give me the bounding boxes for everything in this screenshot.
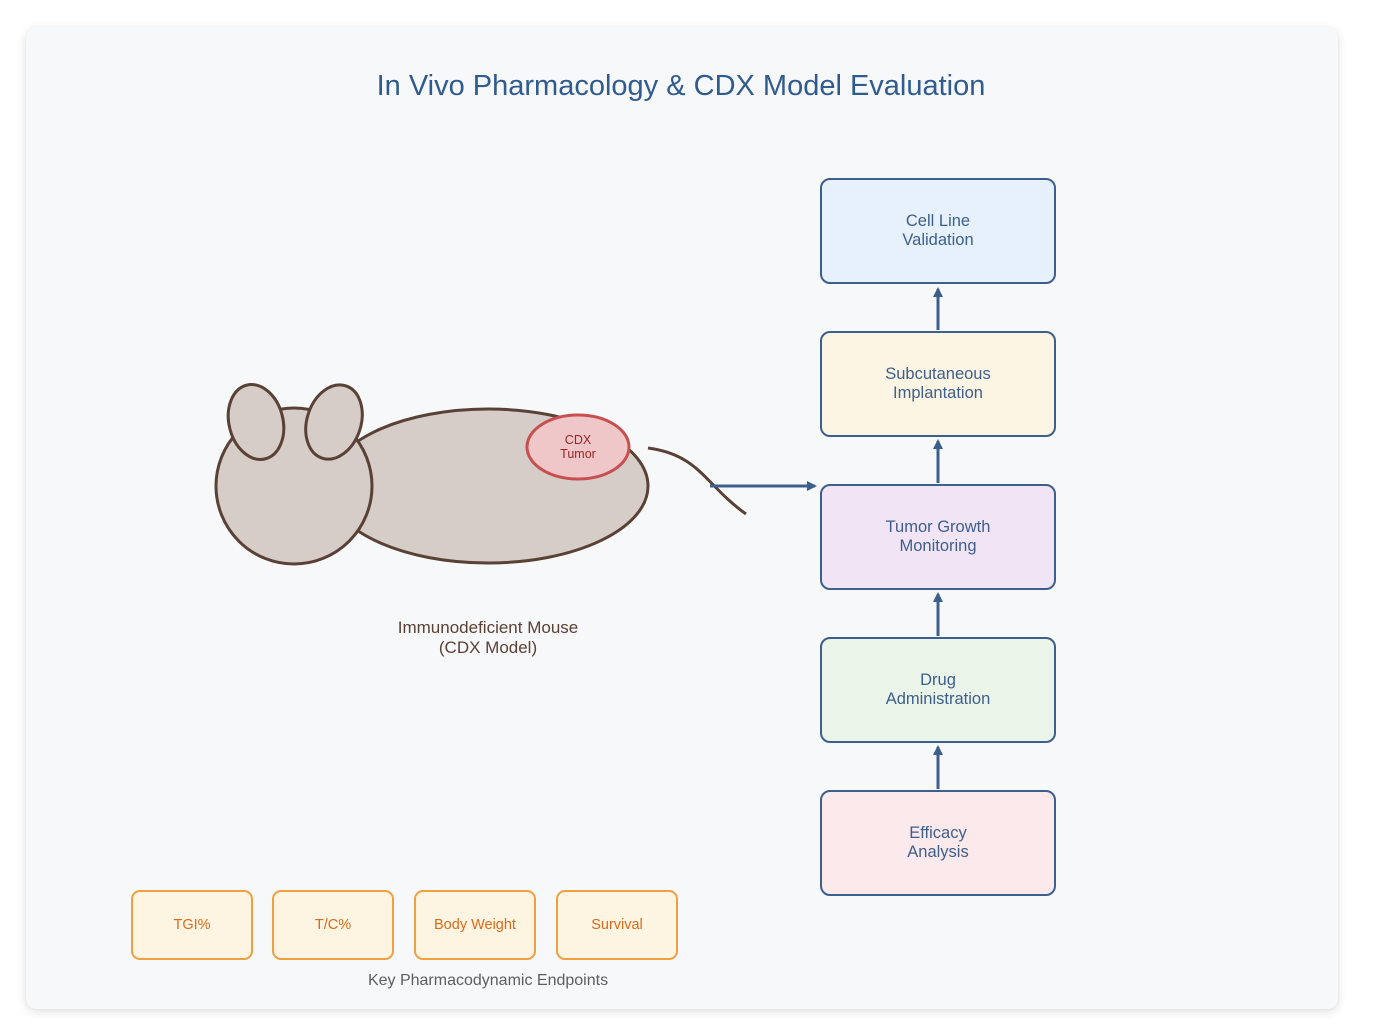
cdx-tumor: [525, 413, 631, 481]
endpoint-tgi: TGI%: [131, 890, 253, 960]
endpoints-caption: Key Pharmacodynamic Endpoints: [367, 972, 609, 989]
mouse-left-ear: [226, 383, 286, 461]
endpoint-tc: T/C%: [272, 890, 394, 960]
mouse-right-ear: [304, 383, 364, 461]
endpoint-body-weight: Body Weight: [414, 890, 536, 960]
step-efficacy-analysis: Efficacy Analysis: [820, 790, 1056, 896]
step-subcutaneous-implantation: Subcutaneous Implantation: [820, 331, 1056, 437]
step-cell-line-validation: Cell Line Validation: [820, 178, 1056, 284]
mouse-label: Immunodeficient Mouse (CDX Model): [397, 618, 579, 657]
diagram-title: In Vivo Pharmacology & CDX Model Evaluat…: [376, 70, 986, 102]
step-drug-administration: Drug Administration: [820, 637, 1056, 743]
mouse-tail: [647, 446, 747, 516]
endpoint-survival: Survival: [556, 890, 678, 960]
tumor-label-line1: CDX: [565, 433, 592, 447]
tumor-label-line2: Tumor: [560, 447, 596, 461]
step-tumor-growth-monitoring: Tumor Growth Monitoring: [820, 484, 1056, 590]
mouse-illustration: CDX Tumor: [214, 383, 747, 566]
